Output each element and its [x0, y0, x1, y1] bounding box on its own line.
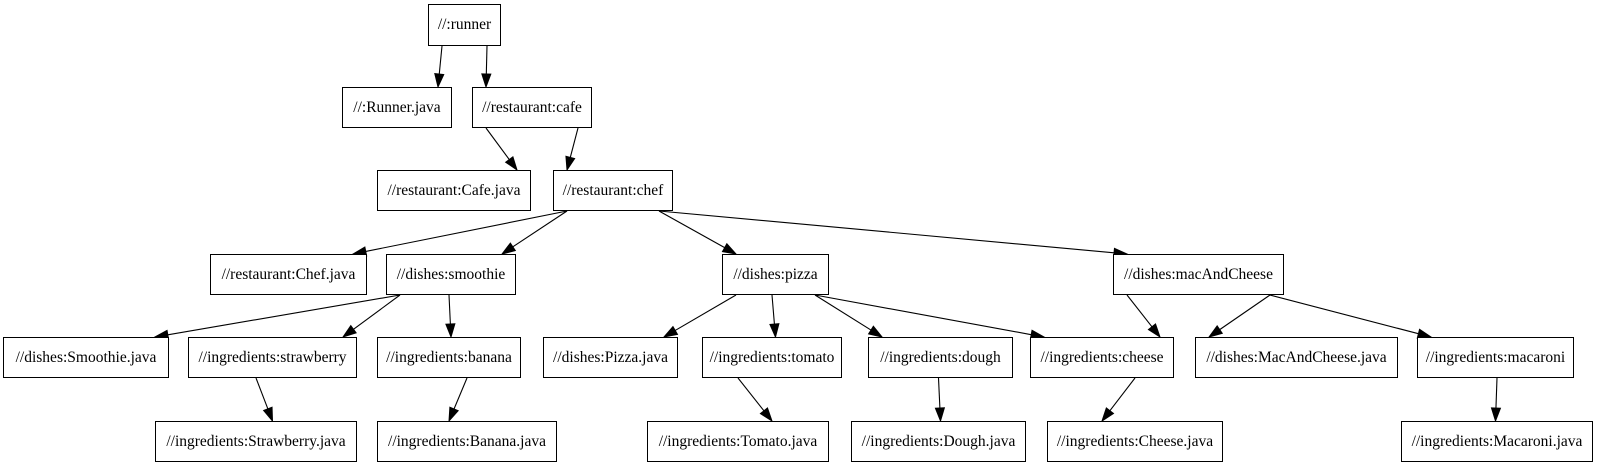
edge-chef-to-chef_java	[351, 210, 568, 257]
graph-node-pizza_java: //dishes:Pizza.java	[543, 337, 678, 378]
arrowhead-icon	[1490, 407, 1502, 423]
graph-node-strawberry: //ingredients:strawberry	[188, 337, 357, 378]
arrowhead-icon	[769, 323, 780, 339]
edge-strawberry-to-strawberry_java	[255, 377, 274, 423]
arrowhead-icon	[1207, 325, 1224, 338]
graph-node-label: //ingredients:Macaroni.java	[1411, 432, 1583, 450]
edge-chef-to-smoothie	[500, 210, 568, 255]
graph-node-banana_java: //ingredients:Banana.java	[377, 421, 557, 462]
arrowhead-icon	[262, 406, 274, 423]
graph-node-macandcheese: //dishes:macAndCheese	[1113, 254, 1284, 295]
edge-smoothie-to-strawberry	[341, 294, 401, 338]
edge-pizza-to-tomato	[769, 294, 780, 339]
graph-node-label: //ingredients:Dough.java	[861, 432, 1016, 450]
graph-node-runner_java: //:Runner.java	[342, 87, 452, 128]
edge-dough-to-dough_java	[934, 377, 946, 423]
graph-node-banana: //ingredients:banana	[377, 337, 521, 378]
graph-node-pizza: //dishes:pizza	[722, 254, 829, 295]
arrowhead-icon	[759, 407, 773, 423]
graph-node-label: //restaurant:chef	[562, 181, 664, 199]
graph-node-dough: //ingredients:dough	[868, 337, 1013, 378]
graph-node-label: //dishes:Pizza.java	[553, 348, 668, 366]
graph-node-label: //ingredients:Strawberry.java	[166, 432, 346, 450]
graph-node-cafe_java: //restaurant:Cafe.java	[377, 170, 531, 211]
graph-node-label: //ingredients:banana	[386, 348, 512, 366]
graph-node-smoothie: //dishes:smoothie	[386, 254, 516, 295]
graph-node-label: //dishes:smoothie	[396, 265, 506, 283]
arrowhead-icon	[934, 407, 946, 423]
arrowhead-icon	[662, 325, 679, 338]
graph-node-label: //ingredients:Cheese.java	[1056, 432, 1214, 450]
arrowhead-icon	[481, 73, 492, 89]
edge-chef-to-macandcheese	[658, 210, 1129, 258]
graph-node-tomato: //ingredients:tomato	[702, 337, 842, 378]
edge-macaroni-to-macaroni_java	[1490, 377, 1502, 423]
edge-runner-to-runner_java	[434, 45, 445, 89]
graph-node-macaroni: //ingredients:macaroni	[1417, 337, 1574, 378]
edge-macandcheese-to-cheese	[1126, 294, 1161, 339]
graph-node-tomato_java: //ingredients:Tomato.java	[647, 421, 829, 462]
graph-node-chef_java: //restaurant:Chef.java	[210, 254, 367, 295]
graph-node-cheese: //ingredients:cheese	[1030, 337, 1174, 378]
graph-node-label: //dishes:Smoothie.java	[15, 348, 157, 366]
graph-node-label: //ingredients:Banana.java	[388, 432, 546, 450]
arrowhead-icon	[504, 156, 518, 172]
graph-node-label: //ingredients:cheese	[1040, 348, 1164, 366]
edge-macandcheese-to-macandcheese_java	[1207, 294, 1271, 338]
edge-macandcheese-to-macaroni	[1269, 294, 1433, 339]
arrowhead-icon	[500, 242, 517, 255]
graph-node-label: //:Runner.java	[353, 98, 441, 116]
graph-node-label: //restaurant:cafe	[482, 98, 582, 116]
arrowhead-icon	[1101, 407, 1115, 423]
graph-node-chef: //restaurant:chef	[553, 170, 673, 211]
arrowhead-icon	[341, 324, 357, 338]
graph-node-cheese_java: //ingredients:Cheese.java	[1047, 421, 1223, 462]
edge-pizza-to-cheese	[814, 294, 1046, 340]
arrowhead-icon	[1147, 323, 1161, 339]
edge-runner-to-cafe	[481, 45, 492, 89]
graph-node-label: //dishes:pizza	[733, 265, 818, 283]
arrowhead-icon	[448, 406, 460, 423]
graph-node-label: //ingredients:tomato	[709, 348, 835, 366]
graph-node-label: //ingredients:macaroni	[1425, 348, 1566, 366]
graph-node-smoothie_java: //dishes:Smoothie.java	[3, 337, 169, 378]
edge-smoothie-to-smoothie_java	[153, 294, 401, 340]
edge-smoothie-to-banana	[445, 294, 456, 339]
graph-node-strawberry_java: //ingredients:Strawberry.java	[155, 421, 357, 462]
arrowhead-icon	[867, 325, 884, 338]
edge-pizza-to-pizza_java	[662, 294, 737, 338]
arrowhead-icon	[434, 73, 445, 89]
graph-node-label: //restaurant:Cafe.java	[387, 181, 521, 199]
arrowhead-icon	[721, 242, 738, 255]
graph-node-macaroni_java: //ingredients:Macaroni.java	[1401, 421, 1593, 462]
edge-tomato-to-tomato_java	[737, 377, 773, 423]
graph-node-label: //:runner	[437, 16, 492, 34]
graph-node-macandcheese_java: //dishes:MacAndCheese.java	[1195, 337, 1398, 378]
edge-cafe-to-cafe_java	[485, 127, 518, 172]
graph-node-dough_java: //ingredients:Dough.java	[851, 421, 1026, 462]
arrowhead-icon	[445, 323, 456, 339]
graph-node-runner: //:runner	[428, 4, 501, 46]
edge-cafe-to-chef	[565, 127, 579, 172]
graph-node-label: //dishes:MacAndCheese.java	[1206, 348, 1387, 366]
graph-node-label: //ingredients:dough	[880, 348, 1001, 366]
edge-cheese-to-cheese_java	[1101, 377, 1136, 423]
graph-node-label: //restaurant:Chef.java	[221, 265, 356, 283]
graph-node-label: //ingredients:strawberry	[198, 348, 347, 366]
arrowhead-icon	[565, 155, 576, 172]
graph-node-cafe: //restaurant:cafe	[472, 87, 592, 128]
edge-pizza-to-dough	[814, 294, 884, 338]
graph-node-label: //dishes:macAndCheese	[1124, 265, 1273, 283]
edge-chef-to-pizza	[658, 210, 738, 255]
edge-banana-to-banana_java	[448, 377, 468, 423]
graph-node-label: //ingredients:Tomato.java	[658, 432, 818, 450]
